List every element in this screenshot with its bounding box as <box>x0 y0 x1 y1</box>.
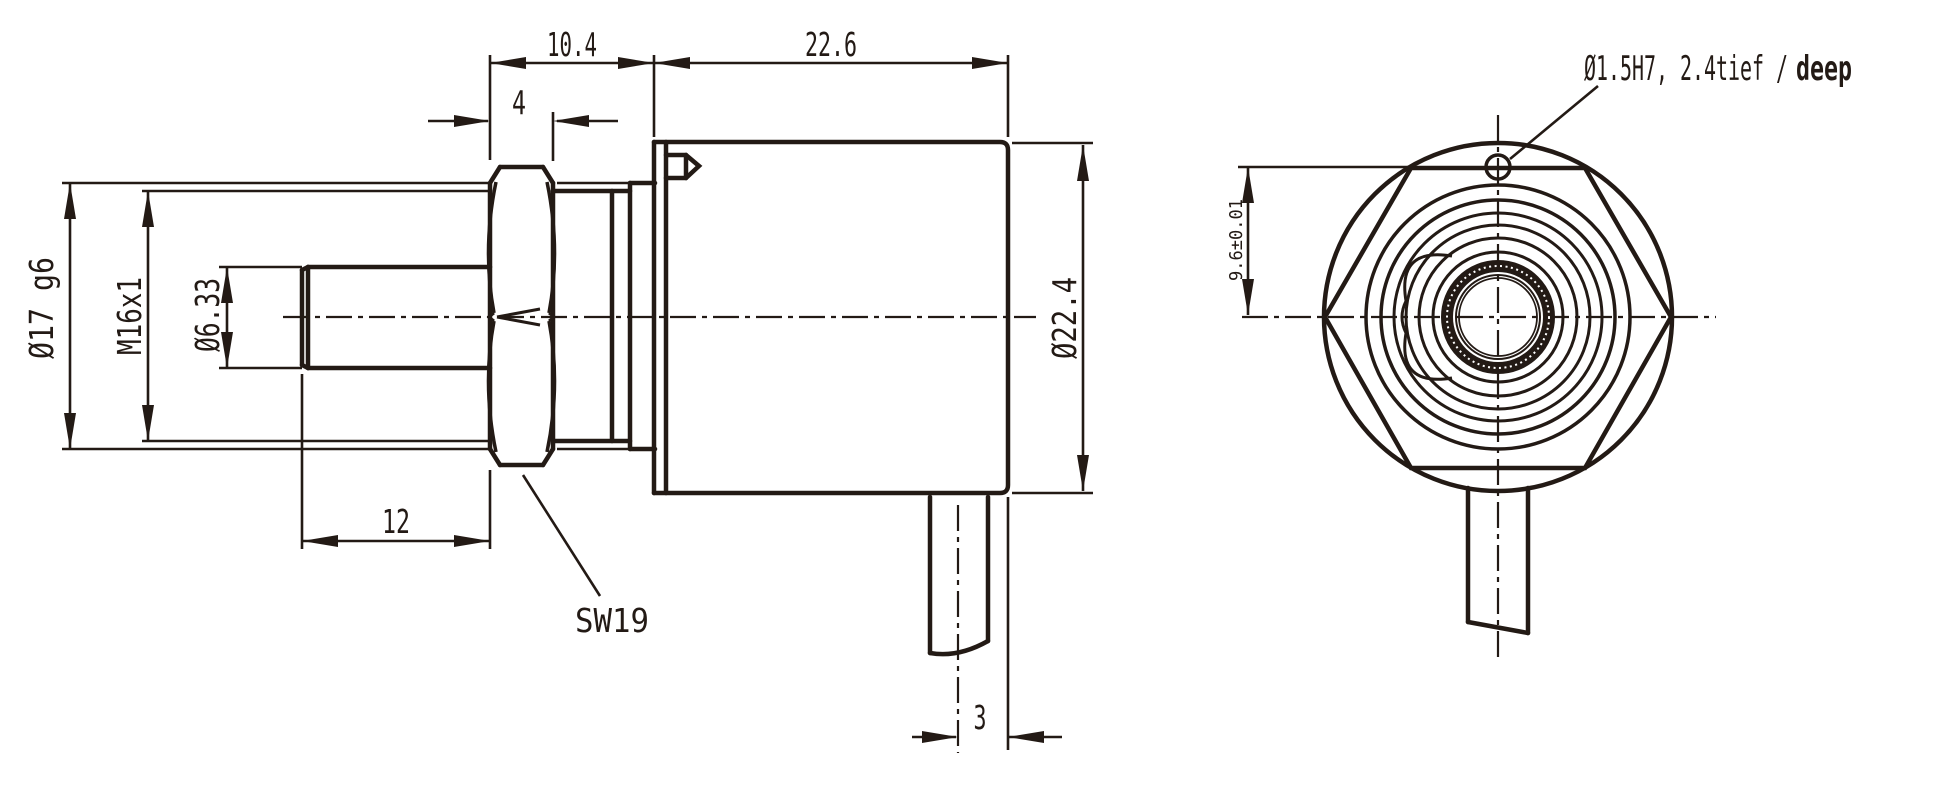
shaft-clamp-ring <box>1400 253 1555 381</box>
housing-body <box>651 139 1011 496</box>
dim-shaft-length-label: 12 <box>382 502 410 541</box>
hole-note-leader <box>1509 84 1599 161</box>
shaft-outline <box>299 264 493 371</box>
clamp-lobes <box>1400 253 1453 381</box>
dowel-hole <box>1484 153 1512 181</box>
extension-lines <box>62 55 1093 750</box>
cable-side <box>927 494 991 657</box>
thread-and-collar <box>550 180 658 452</box>
dim-shaft-diameter-label: Ø6.33 <box>188 278 227 352</box>
sw19-leader-line <box>521 474 602 597</box>
side-view: 10.4 22.6 4 Ø17 g6 M16x1 Ø6.33 Ø22.4 12 … <box>22 25 1093 753</box>
dim-thread-length-label: 10.4 <box>547 25 597 64</box>
arrowheads-side <box>64 57 1089 743</box>
front-dimensions <box>1238 84 1599 315</box>
index-tab <box>663 152 703 181</box>
dim-hole-offset-label: 9.6±0.01 <box>1226 199 1247 281</box>
cable-front <box>1465 485 1531 636</box>
hole-note-label: Ø1.5H7, 2.4tief / <box>1584 49 1788 89</box>
wrench-size-label: SW19 <box>575 601 649 640</box>
hex-nut <box>486 164 557 468</box>
front-view: 9.6±0.01 Ø1.5H7, 2.4tief / deep <box>1226 49 1852 658</box>
dim-body-diameter-label: Ø22.4 <box>1045 277 1084 359</box>
dim-nut-width-label: 4 <box>512 83 526 122</box>
dim-thread-spec-label: M16x1 <box>110 277 149 355</box>
dim-body-length-label: 22.6 <box>805 25 857 64</box>
hole-note-emphasis-label: deep <box>1796 49 1852 89</box>
concentric-circles <box>1364 183 1632 451</box>
dim-collar-diameter-label: Ø17 g6 <box>22 257 61 359</box>
dim-cable-offset-label: 3 <box>974 698 987 737</box>
